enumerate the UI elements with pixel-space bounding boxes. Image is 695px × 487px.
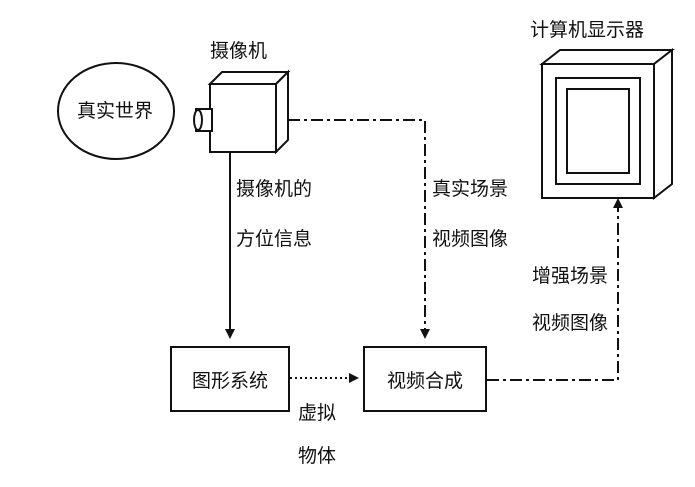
- camera-pose-label-2: 方位信息: [236, 228, 313, 250]
- video-compose-box: 视频合成: [363, 346, 487, 412]
- video-compose-to-monitor-arrow: [487, 198, 623, 381]
- camera-to-video-compose-arrow: [288, 119, 430, 339]
- monitor-label: 计算机显示器: [530, 19, 645, 41]
- virtual-object-label-1: 虚拟: [298, 402, 337, 424]
- real-world-label: 真实世界: [77, 100, 154, 122]
- graphics-system-box: 图形系统: [170, 346, 290, 412]
- virtual-object-label-2: 物体: [298, 445, 337, 467]
- real-scene-label-2: 视频图像: [432, 228, 509, 250]
- real-world-ellipse: [57, 62, 175, 160]
- enhanced-scene-label-1: 增强场景: [532, 265, 609, 287]
- real-scene-label-1: 真实场景: [432, 178, 509, 200]
- graphics-system-label: 图形系统: [191, 369, 268, 392]
- camera-pose-label-1: 摄像机的: [236, 178, 313, 200]
- monitor-icon: [539, 47, 675, 201]
- camera-label: 摄像机: [210, 40, 268, 62]
- camera-icon: [193, 69, 291, 155]
- video-compose-label: 视频合成: [386, 369, 463, 392]
- enhanced-scene-label-2: 视频图像: [532, 312, 609, 334]
